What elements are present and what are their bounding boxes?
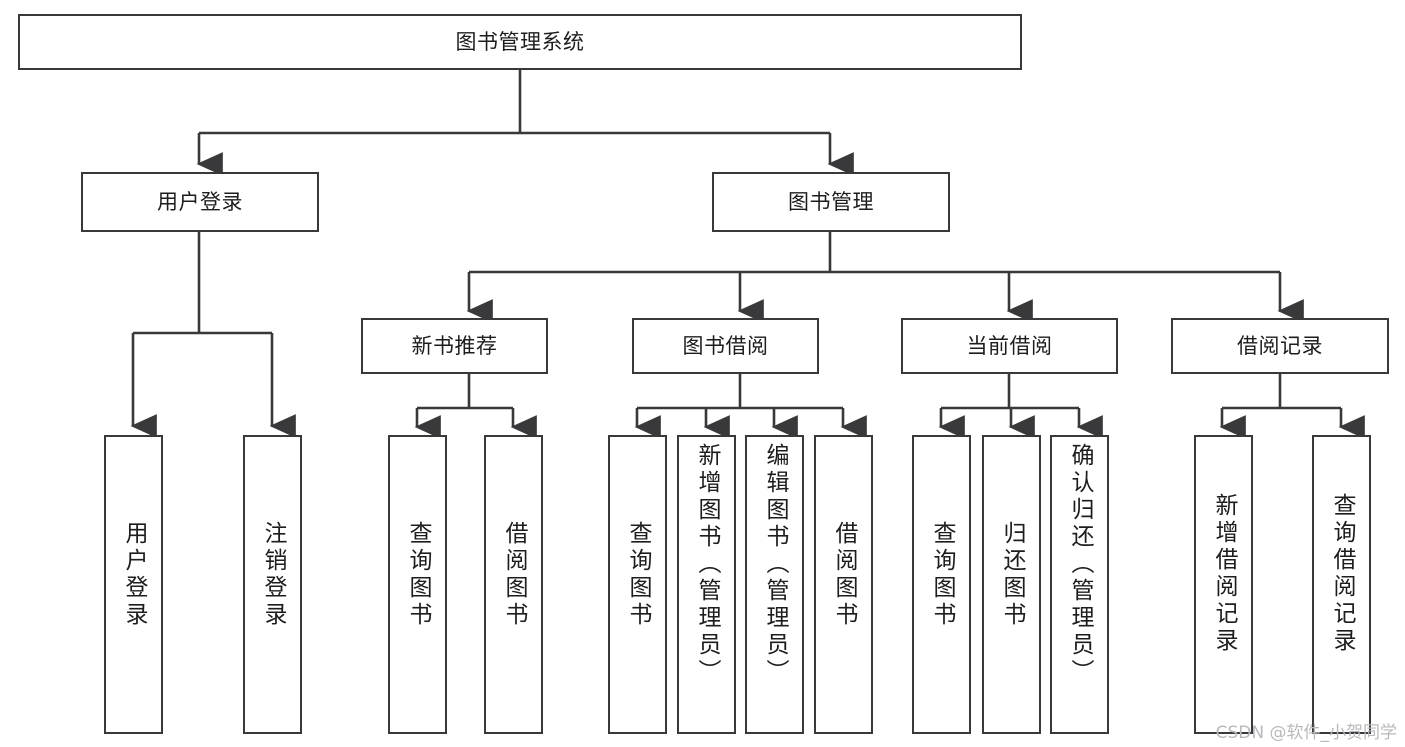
node-book-borrow-label: 图书借阅: [682, 333, 769, 358]
node-borrow-records-label: 借阅记录: [1237, 333, 1323, 358]
leaf-label: 注销登录: [260, 521, 286, 629]
leaf-borrow-add-book-admin[interactable]: 新增图书（管理员）: [677, 435, 736, 734]
leaf-label: 查询图书: [405, 521, 431, 629]
node-root-label: 图书管理系统: [455, 29, 585, 54]
leaf-label: 用户登录: [121, 521, 147, 629]
leaf-label: 查询图书: [929, 521, 955, 629]
leaf-label: 确认归还（管理员）: [1067, 443, 1093, 686]
node-new-book-recommend-label: 新书推荐: [411, 333, 498, 358]
leaf-borrow-edit-book-admin[interactable]: 编辑图书（管理员）: [745, 435, 804, 734]
leaf-records-query-record[interactable]: 查询借阅记录: [1312, 435, 1371, 734]
leaf-label: 查询借阅记录: [1329, 493, 1355, 655]
node-root[interactable]: 图书管理系统: [18, 14, 1022, 70]
node-book-management[interactable]: 图书管理: [712, 172, 950, 232]
node-new-book-recommend[interactable]: 新书推荐: [361, 318, 548, 374]
watermark-text: CSDN @软件_小贺同学: [1215, 723, 1397, 743]
node-user-login-label: 用户登录: [157, 189, 243, 214]
leaf-borrow-query-book[interactable]: 查询图书: [608, 435, 667, 734]
node-user-login[interactable]: 用户登录: [81, 172, 319, 232]
leaf-label: 借阅图书: [501, 521, 527, 629]
leaf-borrow-borrow-book[interactable]: 借阅图书: [814, 435, 873, 734]
leaf-label: 归还图书: [999, 521, 1025, 629]
leaf-label: 借阅图书: [831, 521, 857, 629]
node-book-borrow[interactable]: 图书借阅: [632, 318, 819, 374]
leaf-user-login-login[interactable]: 用户登录: [104, 435, 163, 734]
node-current-borrow-label: 当前借阅: [966, 333, 1053, 358]
leaf-new-book-query[interactable]: 查询图书: [388, 435, 447, 734]
leaf-new-book-borrow[interactable]: 借阅图书: [484, 435, 543, 734]
leaf-current-query-book[interactable]: 查询图书: [912, 435, 971, 734]
node-book-management-label: 图书管理: [788, 189, 874, 214]
leaf-records-add-record[interactable]: 新增借阅记录: [1194, 435, 1253, 734]
node-borrow-records[interactable]: 借阅记录: [1171, 318, 1389, 374]
leaf-label: 编辑图书（管理员）: [762, 443, 788, 686]
leaf-label: 查询图书: [625, 521, 651, 629]
leaf-label: 新增借阅记录: [1211, 493, 1237, 655]
node-current-borrow[interactable]: 当前借阅: [901, 318, 1118, 374]
leaf-label: 新增图书（管理员）: [694, 443, 720, 686]
leaf-current-return-book[interactable]: 归还图书: [982, 435, 1041, 734]
leaf-current-confirm-return-admin[interactable]: 确认归还（管理员）: [1050, 435, 1109, 734]
leaf-user-login-logout[interactable]: 注销登录: [243, 435, 302, 734]
